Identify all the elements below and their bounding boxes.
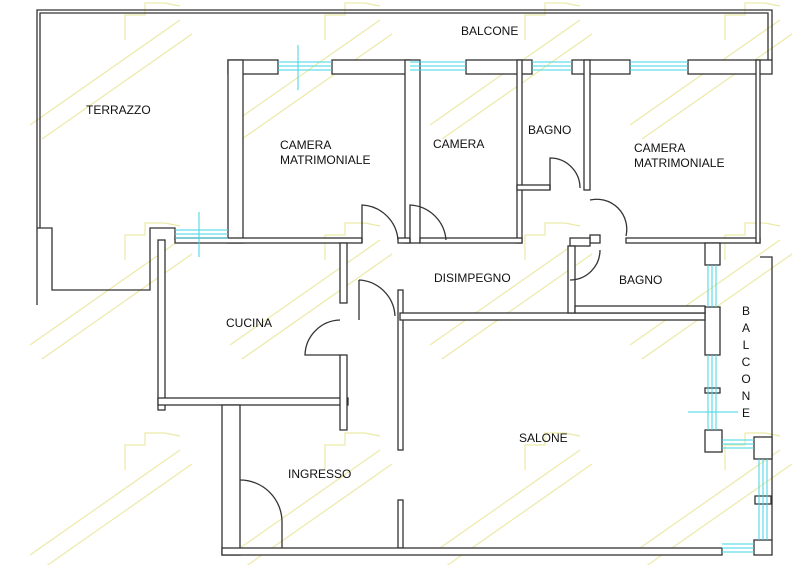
- watermark-stripe: [41, 33, 193, 140]
- label-line: CAMERA: [634, 141, 686, 155]
- room-label-camera: CAMERA: [433, 137, 485, 151]
- watermark-stripe: [29, 449, 181, 556]
- watermark-logo: [324, 2, 381, 40]
- watermark: [29, 2, 793, 565]
- watermark-stripe: [229, 449, 381, 556]
- watermark-stripe: [429, 449, 581, 556]
- watermark-logo: [724, 2, 781, 40]
- watermark-stripe: [29, 19, 181, 126]
- watermark-logo: [324, 432, 381, 470]
- label-line: CAMERA: [280, 138, 332, 152]
- room-label-balcone-right: BALCONE: [741, 304, 751, 420]
- watermark-logo: [524, 2, 581, 40]
- watermark-stripe: [241, 253, 393, 360]
- room-label-salone: SALONE: [519, 431, 568, 445]
- watermark-stripe: [629, 449, 781, 556]
- windows: [175, 45, 768, 553]
- watermark-stripe: [229, 239, 381, 346]
- label-line: MATRIMONIALE: [634, 156, 725, 170]
- doors: [239, 157, 628, 548]
- room-label-bagno-1: BAGNO: [528, 123, 572, 137]
- room-label-disimpegno: DISIMPEGNO: [434, 271, 511, 285]
- room-label-cucina: CUCINA: [226, 316, 273, 330]
- watermark-logo: [524, 222, 581, 260]
- watermark-stripe: [46, 463, 193, 565]
- room-label-ingresso: INGRESSO: [288, 467, 352, 481]
- watermark-stripe: [429, 239, 581, 346]
- watermark-logo: [124, 2, 181, 40]
- watermark-stripe: [641, 33, 793, 140]
- room-label-bagno-2: BAGNO: [619, 273, 663, 287]
- watermark-stripe: [629, 239, 781, 346]
- label-line: MATRIMONIALE: [280, 153, 371, 167]
- watermark-stripe: [41, 253, 193, 360]
- room-label-terrazzo: TERRAZZO: [86, 103, 151, 117]
- watermark-stripe: [241, 33, 393, 140]
- watermark-logo: [124, 222, 181, 260]
- watermark-stripe: [229, 19, 381, 126]
- watermark-stripe: [29, 239, 181, 346]
- watermark-logo: [124, 432, 181, 470]
- watermark-logo: [724, 432, 781, 470]
- watermark-stripe: [441, 253, 593, 360]
- watermark-logo: [524, 432, 581, 470]
- room-label-balcone: BALCONE: [461, 24, 519, 38]
- walls: [36, 9, 773, 556]
